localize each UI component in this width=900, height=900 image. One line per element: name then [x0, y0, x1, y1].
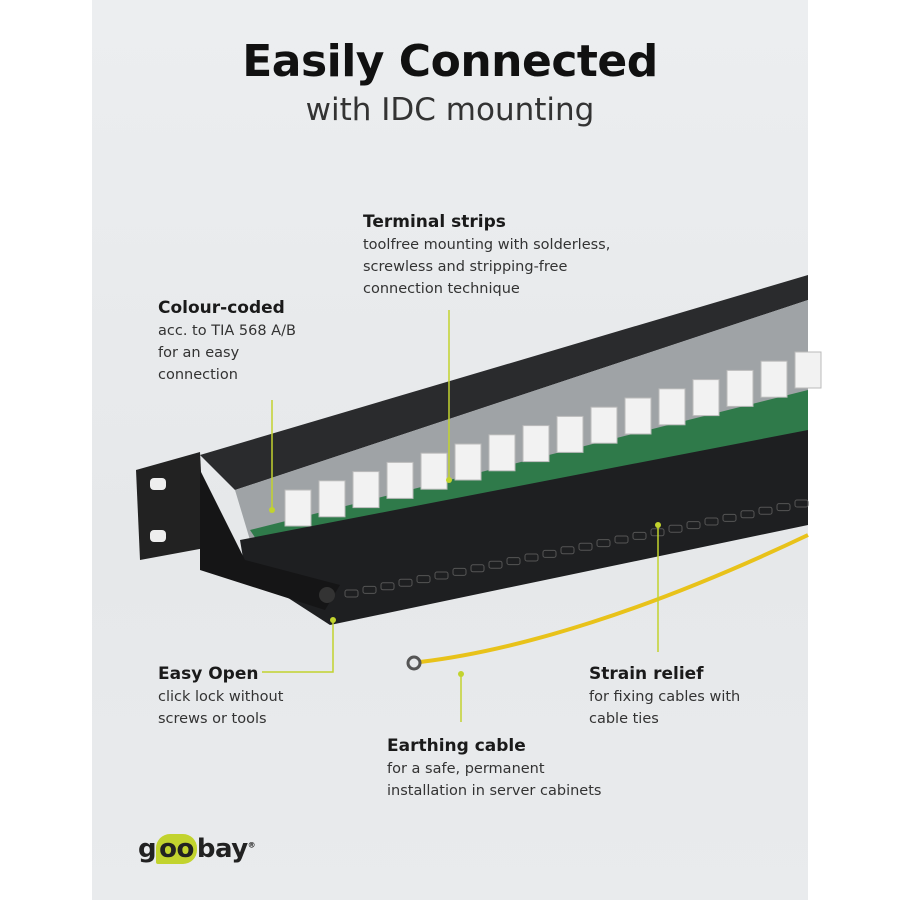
terminal-modules — [284, 351, 822, 527]
terminal-module — [318, 480, 346, 518]
tie-slot — [470, 564, 485, 573]
terminal-module — [284, 489, 312, 527]
callout-terminal-strips: Terminal strips toolfree mounting with s… — [363, 210, 610, 300]
callout-colour-coded: Colour-coded acc. to TIA 568 A/B for an … — [158, 296, 296, 386]
page-title: Easily Connected — [242, 36, 658, 87]
callout-title: Earthing cable — [387, 736, 526, 756]
tie-slot — [614, 535, 629, 544]
terminal-module — [454, 443, 482, 481]
tie-slot — [704, 517, 719, 526]
panel-top — [200, 275, 808, 490]
tie-slot — [794, 499, 809, 508]
cable-tie-slots — [344, 499, 809, 598]
tie-slot — [434, 571, 449, 580]
terminal-module — [420, 452, 448, 490]
terminal-module — [692, 379, 720, 417]
earthing-cable — [419, 533, 809, 664]
callout-text: installation in server cabinets — [387, 783, 602, 799]
tie-slot — [542, 549, 557, 558]
tie-slot — [506, 557, 521, 566]
tie-slot — [578, 542, 593, 551]
terminal-module — [556, 415, 584, 453]
terminal-module — [760, 360, 788, 398]
tie-slot — [344, 589, 359, 598]
tie-slot — [416, 575, 431, 584]
terminal-module — [624, 397, 652, 435]
callout-text: screwless and stripping-free — [363, 259, 568, 275]
callout-text: connection technique — [363, 281, 520, 297]
terminal-module — [488, 434, 516, 472]
callout-text: screws or tools — [158, 711, 267, 727]
terminal-module — [386, 461, 414, 499]
tie-slot — [740, 510, 755, 519]
tie-slot — [380, 582, 395, 591]
page-subtitle: with IDC mounting — [305, 92, 595, 128]
tie-slot — [668, 524, 683, 533]
terminal-module — [522, 425, 550, 463]
tie-slot — [524, 553, 539, 562]
callout-text: for a safe, permanent — [387, 761, 545, 777]
terminal-module — [726, 369, 754, 407]
callout-easy-open: Easy Open click lock without screws or t… — [158, 662, 283, 730]
callout-title: Colour-coded — [158, 298, 285, 318]
callout-earthing-cable: Earthing cable for a safe, permanent ins… — [387, 734, 601, 802]
terminal-module — [352, 471, 380, 509]
callout-text: acc. to TIA 568 A/B — [158, 323, 296, 339]
tie-slot — [560, 546, 575, 555]
callout-text: for an easy — [158, 345, 240, 361]
tie-slot — [776, 503, 791, 512]
callout-text: connection — [158, 367, 238, 383]
tie-slot — [758, 506, 773, 515]
front-plate — [240, 430, 808, 625]
callout-text: for fixing cables with — [589, 689, 741, 705]
callout-title: Strain relief — [589, 664, 704, 684]
tie-slot — [452, 567, 467, 576]
terminal-module — [658, 388, 686, 426]
tie-slot — [488, 560, 503, 569]
click-lock — [200, 470, 340, 610]
terminal-module — [590, 406, 618, 444]
callout-title: Easy Open — [158, 664, 259, 684]
mounting-bracket — [136, 452, 205, 560]
tie-slot — [596, 539, 611, 548]
tie-slot — [398, 578, 413, 587]
terminal-module — [794, 351, 822, 389]
callout-title: Terminal strips — [363, 212, 506, 232]
callout-text: cable ties — [589, 711, 659, 727]
tie-slot — [722, 513, 737, 522]
callout-text: click lock without — [158, 689, 284, 705]
cable-ring-terminal — [406, 655, 422, 671]
tie-slot — [686, 521, 701, 530]
tie-slot — [362, 585, 377, 594]
callout-strain-relief: Strain relief for fixing cables with cab… — [589, 662, 740, 730]
tie-slot — [632, 531, 647, 540]
callout-text: toolfree mounting with solderless, — [363, 237, 611, 253]
